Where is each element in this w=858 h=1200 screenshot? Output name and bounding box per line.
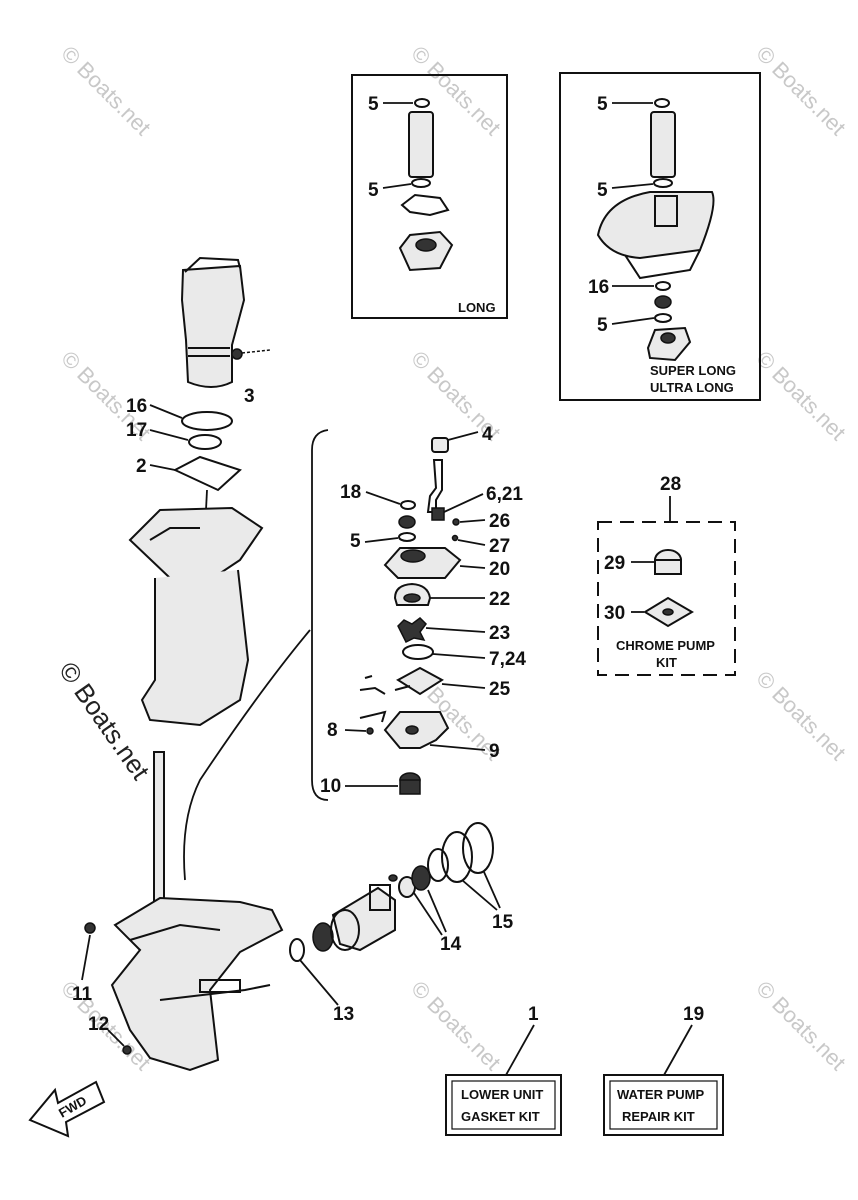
- callout-12: 12: [88, 1014, 109, 1035]
- callout-23: 23: [489, 623, 510, 644]
- long-panel-title: LONG: [458, 300, 496, 315]
- water-pump-repair-kit: 19 WATER PUMP REPAIR KIT: [603, 1004, 724, 1136]
- callout-20: 20: [489, 559, 510, 580]
- callout-9: 9: [489, 741, 500, 762]
- chrome-kit-title-line1: CHROME PUMP: [616, 638, 715, 653]
- callout-16: 16: [126, 396, 147, 417]
- chrome-kit-callout-29: 29: [604, 553, 625, 574]
- callout-14: 14: [440, 934, 462, 955]
- gasket-kit-line2: GASKET KIT: [461, 1109, 540, 1124]
- watermark: © Boats.net: [56, 41, 155, 140]
- group-bracket: [311, 429, 329, 801]
- propeller-shaft-parts: 13 14 15: [289, 822, 514, 1025]
- watermark: © Boats.net: [751, 41, 850, 140]
- super-long-callout-5a: 5: [597, 94, 608, 115]
- watermark-large: © Boats.net: [53, 656, 156, 785]
- callout-4: 4: [482, 424, 493, 445]
- gearcase: 11 12: [72, 751, 284, 1072]
- callout-25: 25: [489, 679, 511, 700]
- watermark: © Boats.net: [406, 976, 505, 1075]
- drive-shaft-housing-upper: 3 16 17 2: [126, 256, 271, 531]
- callout-10: 10: [320, 776, 341, 797]
- callout-2: 2: [136, 456, 147, 477]
- gasket-kit-line1: LOWER UNIT: [461, 1087, 543, 1102]
- super-long-callout-5c: 5: [597, 315, 608, 336]
- upper-casing: [128, 506, 264, 727]
- callout-6-21: 6,21: [486, 484, 523, 505]
- callout-17: 17: [126, 420, 147, 441]
- callout-13: 13: [333, 1004, 354, 1025]
- chrome-pump-kit-panel: 28 29 30 CHROME PUMP KIT: [597, 474, 736, 676]
- super-long-title-line1: SUPER LONG: [650, 363, 736, 378]
- callout-15: 15: [492, 912, 514, 933]
- long-panel: 5 5 LONG: [351, 74, 508, 319]
- chrome-kit-callout-30: 30: [604, 603, 625, 624]
- super-long-callout-16: 16: [588, 277, 609, 298]
- callout-5: 5: [350, 531, 361, 552]
- watermark: © Boats.net: [751, 666, 850, 765]
- gasket-kit-number: 1: [528, 1004, 539, 1025]
- group-leader-curve: [183, 629, 311, 881]
- water-pump-parts: 4 18 6,21 26 5 27 20 22 23 7,24 25: [320, 424, 526, 797]
- water-pump-kit-line2: REPAIR KIT: [622, 1109, 695, 1124]
- water-pump-kit-line1: WATER PUMP: [617, 1087, 704, 1102]
- watermark: © Boats.net: [751, 976, 850, 1075]
- callout-18: 18: [340, 482, 361, 503]
- watermark: © Boats.net: [751, 346, 850, 445]
- long-callout-5b: 5: [368, 180, 379, 201]
- water-pump-kit-number: 19: [683, 1004, 704, 1025]
- callout-3: 3: [244, 386, 255, 407]
- super-long-title-line2: ULTRA LONG: [650, 380, 734, 395]
- super-long-callout-5b: 5: [597, 180, 608, 201]
- chrome-kit-number: 28: [660, 474, 681, 495]
- super-long-panel: 5 5 16 5 SUPER LONG ULTRA LONG: [559, 72, 761, 401]
- fwd-arrow: FWD: [28, 1080, 106, 1138]
- chrome-kit-title-line2: KIT: [656, 655, 677, 670]
- gasket-kit: 1 LOWER UNIT GASKET KIT: [445, 1004, 562, 1136]
- callout-7-24: 7,24: [489, 649, 526, 670]
- callout-11: 11: [72, 984, 93, 1005]
- callout-26: 26: [489, 511, 510, 532]
- callout-27: 27: [489, 536, 510, 557]
- callout-8: 8: [327, 720, 338, 741]
- long-callout-5a: 5: [368, 94, 379, 115]
- callout-22: 22: [489, 589, 510, 610]
